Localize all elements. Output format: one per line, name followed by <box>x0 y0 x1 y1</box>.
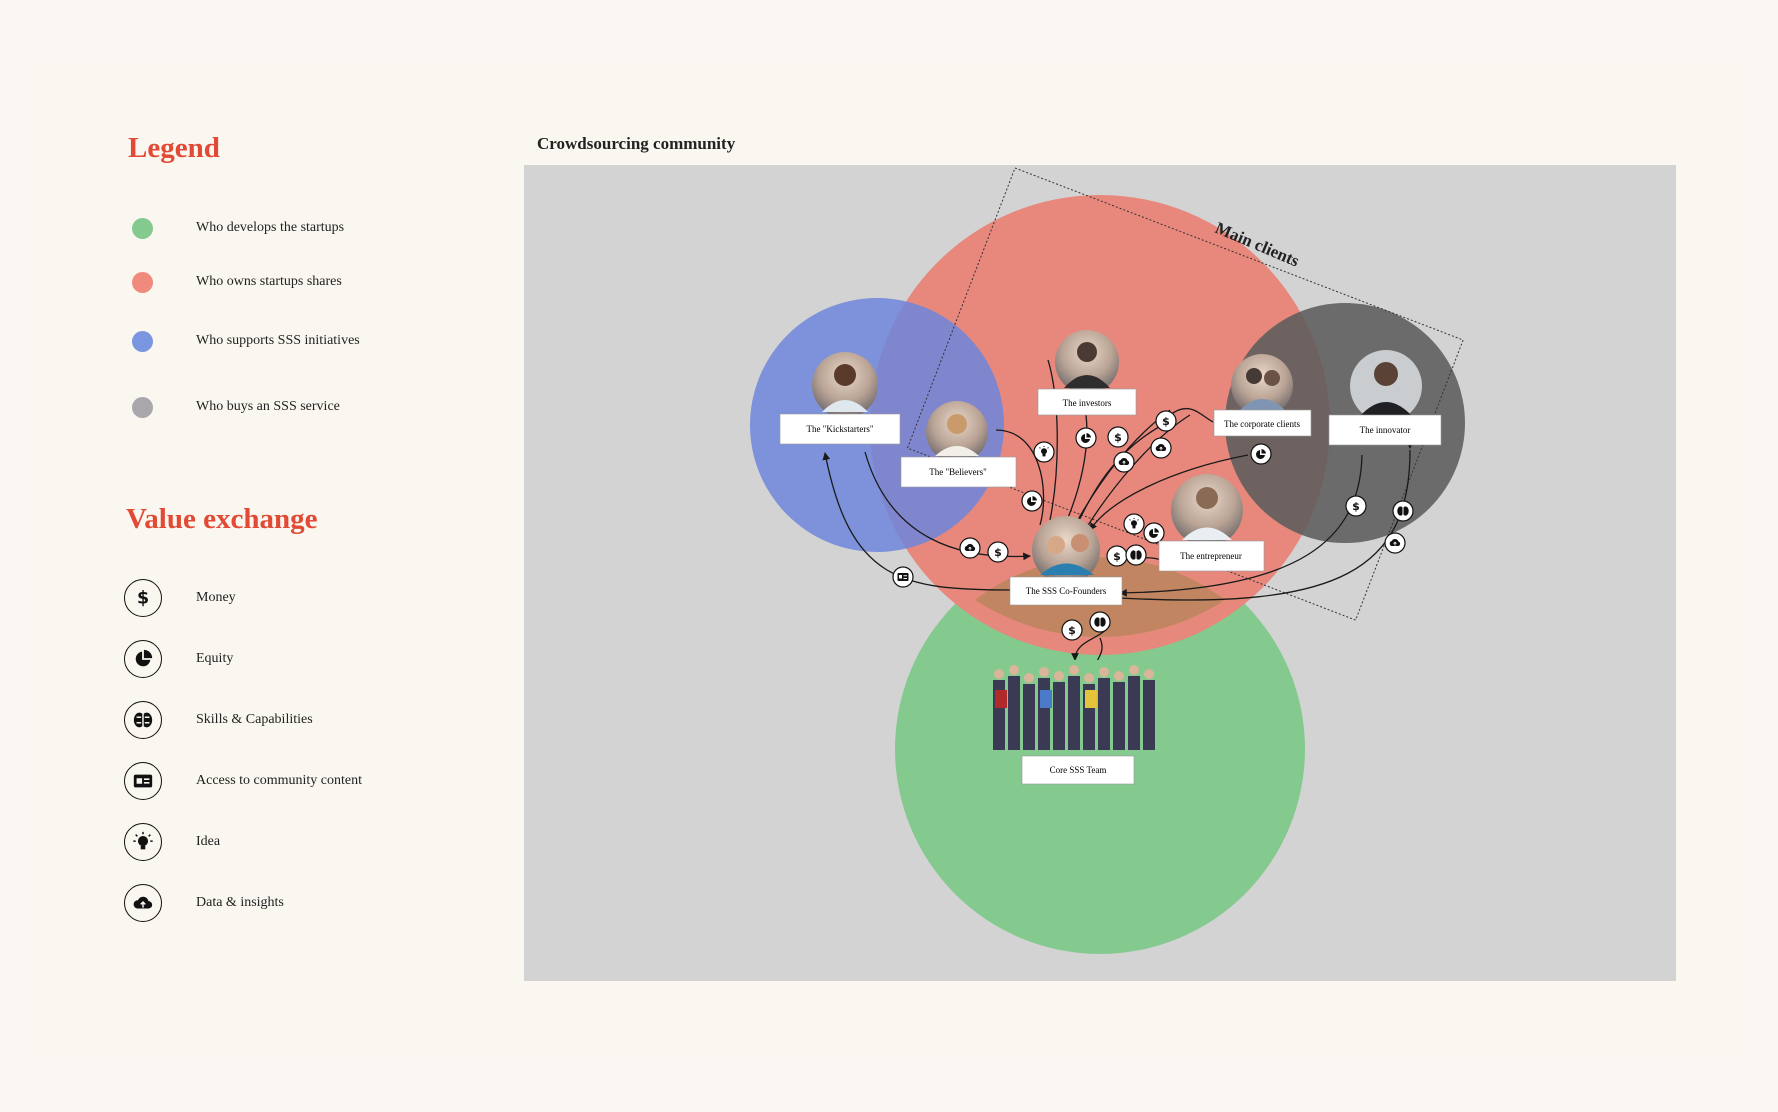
node-label: The "Believers" <box>929 467 987 477</box>
investor-photo <box>1055 330 1119 394</box>
cloud-upload-icon <box>1150 437 1172 459</box>
legend-label: Who owns startups shares <box>196 274 342 289</box>
brain-icon <box>1125 544 1147 566</box>
cloud-upload-icon <box>1384 532 1406 554</box>
node-label: The innovator <box>1360 425 1411 435</box>
cofounders-photo <box>1032 516 1100 584</box>
node-labels: The "Kickstarters" The "Believers" The i… <box>779 388 1442 785</box>
dollar-icon <box>987 541 1009 563</box>
value-flow-lines <box>822 359 1414 666</box>
node-label: Core SSS Team <box>1050 765 1107 775</box>
brain-icon <box>124 701 162 739</box>
node-label: The investors <box>1063 398 1112 408</box>
green-dot-icon <box>132 218 153 239</box>
dollar-icon: $ <box>124 579 162 617</box>
value-label: Money <box>196 590 236 605</box>
value-label: Data & insights <box>196 895 284 910</box>
node-label: The entrepreneur <box>1180 551 1242 561</box>
node-cofounders[interactable]: The SSS Co-Founders <box>1009 576 1123 606</box>
node-investors[interactable]: The investors <box>1037 388 1137 416</box>
value-label: Equity <box>196 651 234 666</box>
node-corporate-clients[interactable]: The corporate clients <box>1213 409 1312 437</box>
kickstarter-photo <box>812 352 878 418</box>
community-title: Crowdsourcing community <box>537 134 736 153</box>
node-kickstarters[interactable]: The "Kickstarters" <box>779 413 901 445</box>
node-innovator[interactable]: The innovator <box>1328 414 1442 446</box>
dollar-icon <box>1107 426 1129 448</box>
innovator-photo <box>1350 350 1422 422</box>
pie-chart-icon <box>1021 490 1043 512</box>
node-believers[interactable]: The "Believers" <box>900 456 1017 488</box>
lightbulb-icon <box>1123 513 1145 535</box>
portraits <box>812 330 1422 755</box>
brain-icon <box>1392 500 1414 522</box>
legend-title: Legend <box>128 132 220 164</box>
cloud-upload-icon <box>124 884 162 922</box>
node-entrepreneur[interactable]: The entrepreneur <box>1158 540 1265 572</box>
lightbulb-icon <box>1033 441 1055 463</box>
pie-chart-icon <box>1075 427 1097 449</box>
exchange-badges <box>892 410 1414 641</box>
value-exchange-title: Value exchange <box>126 503 318 535</box>
believer-photo <box>926 401 988 463</box>
id-card-icon <box>124 762 162 800</box>
corporate-photo <box>1231 354 1293 416</box>
pie-chart-icon <box>1250 443 1272 465</box>
node-label: The SSS Co-Founders <box>1026 586 1107 596</box>
node-core-team[interactable]: Core SSS Team <box>1021 755 1135 785</box>
cloud-upload-icon <box>1113 451 1135 473</box>
legend-label: Who buys an SSS service <box>196 399 340 414</box>
node-label: The "Kickstarters" <box>806 424 873 434</box>
cloud-upload-icon <box>959 537 981 559</box>
legend-label: Who develops the startups <box>196 220 345 235</box>
node-label: The corporate clients <box>1224 419 1300 429</box>
pie-chart-icon <box>124 640 162 678</box>
red-dot-icon <box>132 272 153 293</box>
brain-icon <box>1089 611 1111 633</box>
dollar-icon <box>1345 495 1367 517</box>
grey-dot-icon <box>132 397 153 418</box>
dollar-icon <box>1155 410 1177 432</box>
value-label: Idea <box>196 834 221 849</box>
blue-dot-icon <box>132 331 153 352</box>
entrepreneur-photo <box>1171 474 1243 546</box>
dollar-icon <box>1061 619 1083 641</box>
lightbulb-icon <box>124 823 162 861</box>
pie-chart-icon <box>1143 522 1165 544</box>
svg-text:$: $ <box>137 589 149 609</box>
legend-label: Who supports SSS initiatives <box>196 333 360 348</box>
core-team-photo <box>990 660 1160 755</box>
value-label: Skills & Capabilities <box>196 712 313 727</box>
id-card-icon <box>892 566 914 588</box>
value-label: Access to community content <box>196 773 363 788</box>
dollar-icon <box>1106 545 1128 567</box>
